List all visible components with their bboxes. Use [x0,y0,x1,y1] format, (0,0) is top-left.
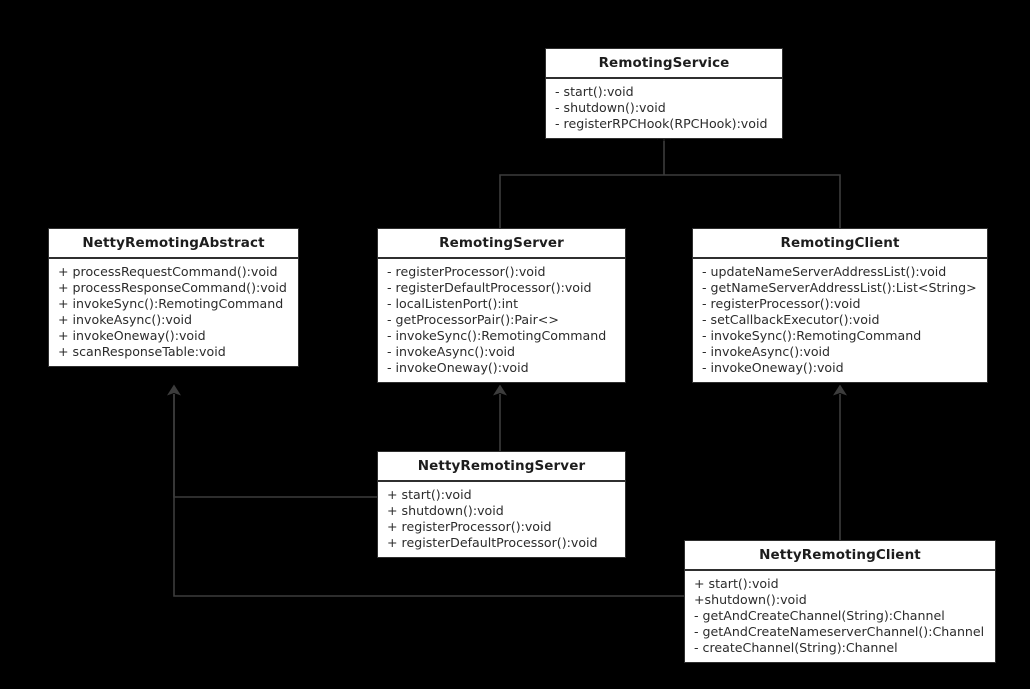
class-member: - invokeAsync():void [387,344,516,359]
class-box-netty-remoting-client[interactable]: NettyRemotingClient + start():void+shutd… [684,540,996,663]
class-box-netty-remoting-abstract[interactable]: NettyRemotingAbstract + processRequestCo… [48,228,299,367]
class-box-remoting-server[interactable]: RemotingServer - registerProcessor():voi… [377,228,626,383]
class-member: - registerProcessor():void [387,264,546,279]
class-member: - invokeAsync():void [702,344,831,359]
class-member: + scanResponseTable:void [58,344,226,359]
class-member: + processRequestCommand():void [58,264,278,279]
class-member: + invokeSync():RemotingCommand [58,296,284,311]
class-title: NettyRemotingServer [378,452,625,482]
class-member: - getAndCreateChannel(String):Channel [694,608,945,623]
class-member: - setCallbackExecutor():void [702,312,880,327]
class-member: + shutdown():void [387,503,504,518]
class-member: + invokeOneway():void [58,328,206,343]
class-members: - start():void- shutdown():void- registe… [546,79,782,138]
edge-nserver-to-abstract [167,384,377,498]
class-member: - invokeSync():RemotingCommand [387,328,607,343]
class-member: - updateNameServerAddressList():void [702,264,947,279]
class-title: RemotingServer [378,229,625,259]
class-box-netty-remoting-server[interactable]: NettyRemotingServer + start():void+ shut… [377,451,626,558]
class-member: - registerDefaultProcessor():void [387,280,592,295]
class-member: - shutdown():void [555,100,666,115]
class-member: - getAndCreateNameserverChannel():Channe… [694,624,985,639]
class-member: + start():void [694,576,779,591]
class-member: - registerRPCHook(RPCHook):void [555,116,768,131]
class-member: - getNameServerAddressList():List<String… [702,280,977,295]
class-box-remoting-service[interactable]: RemotingService - start():void- shutdown… [545,48,783,139]
class-member: + registerDefaultProcessor():void [387,535,598,550]
class-member: - invokeSync():RemotingCommand [702,328,922,343]
class-title: RemotingClient [693,229,987,259]
class-member: - createChannel(String):Channel [694,640,898,655]
class-member: + registerProcessor():void [387,519,552,534]
class-member: + invokeAsync():void [58,312,193,327]
class-members: + processRequestCommand():void+ processR… [49,259,298,366]
class-members: - updateNameServerAddressList():void- ge… [693,259,987,382]
class-title: RemotingService [546,49,782,79]
class-members: + start():void+ shutdown():void+ registe… [378,482,625,557]
class-member: - localListenPort():int [387,296,519,311]
class-member: - invokeOneway():void [702,360,844,375]
class-member: +shutdown():void [694,592,807,607]
class-member: - start():void [555,84,634,99]
class-members: + start():void+shutdown():void- getAndCr… [685,571,995,662]
edge-server-client-to-service [499,128,841,228]
class-members: - registerProcessor():void- registerDefa… [378,259,625,382]
class-box-remoting-client[interactable]: RemotingClient - updateNameServerAddress… [692,228,988,383]
class-member: + start():void [387,487,472,502]
class-title: NettyRemotingAbstract [49,229,298,259]
class-title: NettyRemotingClient [685,541,995,571]
class-member: - getProcessorPair():Pair<> [387,312,559,327]
class-member: + processResponseCommand():void [58,280,287,295]
class-member: - registerProcessor():void [702,296,861,311]
class-member: - invokeOneway():void [387,360,529,375]
